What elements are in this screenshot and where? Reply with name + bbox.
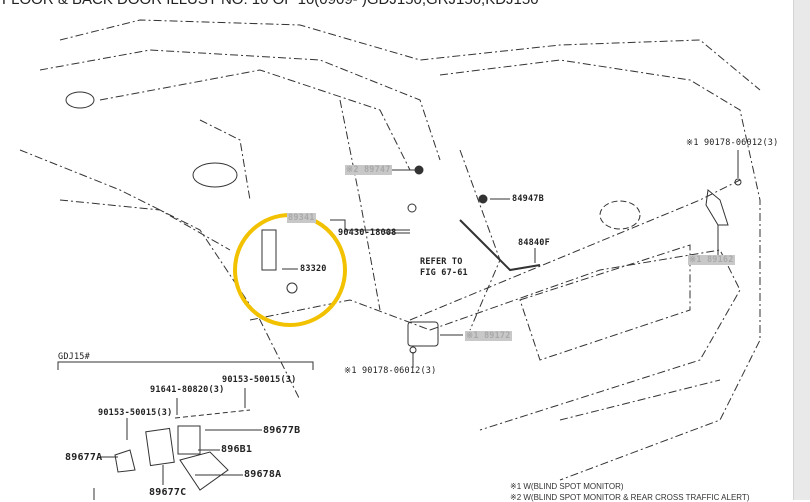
label-90178-06012-top[interactable]: ※1 90178-06012(3) bbox=[686, 138, 779, 148]
label-89162[interactable]: ※1 89162 bbox=[688, 255, 735, 265]
section-label: GDJ15# bbox=[58, 352, 90, 362]
footnote-2: ※2 W(BLIND SPOT MONITOR & REAR CROSS TRA… bbox=[510, 493, 750, 502]
vehicle-outline bbox=[19, 19, 761, 481]
footnote-1: ※1 W(BLIND SPOT MONITOR) bbox=[510, 482, 624, 491]
label-90430-18008[interactable]: 90430-18008 bbox=[338, 228, 397, 238]
label-89677b[interactable]: 89677B bbox=[263, 425, 301, 436]
label-89341[interactable]: 89341 bbox=[287, 213, 316, 223]
highlight-circle bbox=[233, 213, 347, 327]
label-89172[interactable]: ※1 89172 bbox=[465, 331, 512, 341]
label-84947b[interactable]: 84947B bbox=[512, 194, 544, 204]
refer-to-line2[interactable]: FIG 67-61 bbox=[420, 268, 468, 278]
label-90153-50015-left[interactable]: 90153-50015(3) bbox=[98, 408, 173, 418]
label-89747[interactable]: ※2 89747 bbox=[345, 165, 392, 175]
label-89677a[interactable]: 89677A bbox=[65, 452, 103, 463]
vertical-scrollbar[interactable] bbox=[793, 0, 810, 500]
label-84840f[interactable]: 84840F bbox=[518, 238, 550, 248]
inset-frame bbox=[57, 361, 314, 500]
label-91641-80820[interactable]: 91641-80820(3) bbox=[150, 385, 225, 395]
diagram-title: FLOOR & BACK DOOR ILLUST NO. 10 OF 10(09… bbox=[2, 0, 539, 8]
label-90178-06012-bottom[interactable]: ※1 90178-06012(3) bbox=[344, 366, 437, 376]
label-90153-50015-right[interactable]: 90153-50015(3) bbox=[222, 375, 297, 385]
label-89677c[interactable]: 89677C bbox=[149, 487, 187, 498]
label-896b1[interactable]: 896B1 bbox=[221, 444, 253, 455]
parts-shapes bbox=[261, 165, 742, 354]
parts-diagram-drawing bbox=[19, 19, 761, 500]
refer-to-line1: REFER TO bbox=[420, 257, 463, 267]
label-89678a[interactable]: 89678A bbox=[244, 469, 282, 480]
label-83320[interactable]: 83320 bbox=[300, 264, 327, 274]
